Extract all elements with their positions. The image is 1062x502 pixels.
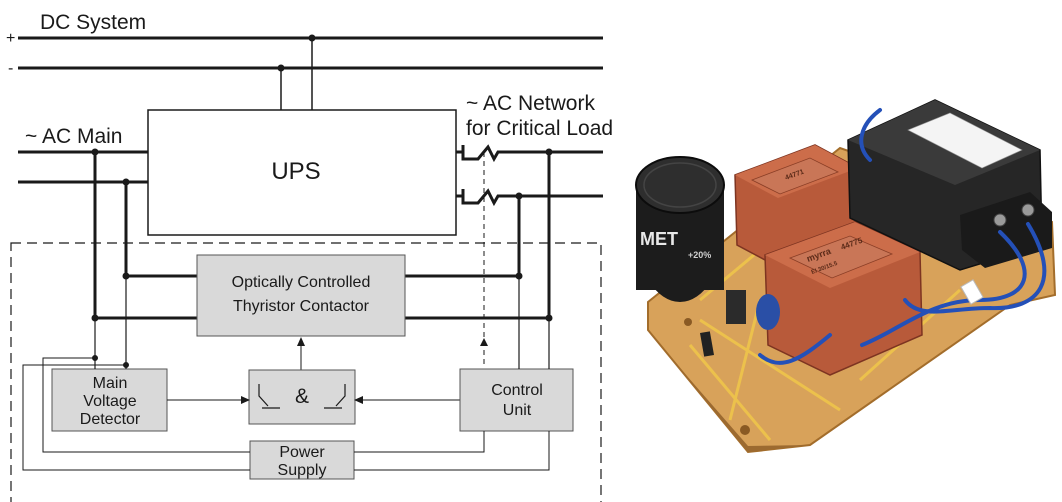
disc-capacitor <box>756 294 780 330</box>
mounting-hole <box>740 425 750 435</box>
contactor-label-2: Thyristor Contactor <box>233 298 370 315</box>
contactor-box <box>196 254 406 337</box>
dc-system-label: DC System <box>40 11 146 34</box>
schematic-labels: DC System + - ~ AC Main ~ AC Network for… <box>6 11 613 479</box>
arrow-head <box>297 337 305 346</box>
thyristor <box>726 290 746 324</box>
ac-network-label: ~ AC Network <box>466 92 595 115</box>
power-label-1: Power <box>279 444 325 461</box>
switch-symbol-right <box>335 384 346 407</box>
dc-minus-label: - <box>8 60 13 77</box>
schematic <box>10 34 603 502</box>
power-supply-box <box>249 440 355 480</box>
mounting-hole <box>684 318 692 326</box>
and-gate-label: & <box>295 385 309 408</box>
detector-label-2: Voltage <box>83 393 136 410</box>
psu-wire-detector-2 <box>22 364 250 471</box>
product-photo: 44771 myrra 44775 EI 30/15.5 MET +20% <box>635 99 1057 454</box>
dc-plus-label: + <box>6 30 15 47</box>
terminal-screw <box>1021 203 1035 217</box>
detector-label-3: Detector <box>80 411 141 428</box>
critical-load-label: for Critical Load <box>466 117 613 140</box>
terminal-screw <box>993 213 1007 227</box>
junction-dot <box>277 64 285 72</box>
cable-tie <box>960 279 984 305</box>
control-label-2: Unit <box>503 402 532 419</box>
detector-label-1: Main <box>93 375 128 392</box>
ups-label: UPS <box>271 158 320 185</box>
ups-box <box>147 109 457 236</box>
capacitor-rating: +20% <box>688 250 711 260</box>
breaker-symbol-2 <box>461 188 603 207</box>
pcb-board-edge <box>648 330 810 452</box>
arrow-head <box>354 396 363 404</box>
psu-wire-network <box>354 431 550 471</box>
switch-symbol-left <box>258 384 269 407</box>
capacitor-top-ring <box>643 162 717 208</box>
relay-label <box>907 112 1023 169</box>
psu-wire-detector <box>42 357 250 453</box>
transformer-large-label <box>788 235 894 279</box>
diode <box>699 331 715 357</box>
capacitor-brand: MET <box>640 229 678 249</box>
blue-wires <box>758 108 1047 365</box>
breaker-symbol-1 <box>461 144 603 163</box>
and-gate-box <box>248 369 356 425</box>
power-label-2: Supply <box>278 462 327 479</box>
arrow-head <box>480 338 488 346</box>
arrow-head <box>241 396 250 404</box>
contactor-label-1: Optically Controlled <box>232 274 371 291</box>
control-unit-box <box>459 368 574 432</box>
psu-wire-control <box>354 431 485 453</box>
transformer-small-label <box>751 157 839 195</box>
device-enclosure <box>10 242 602 502</box>
junction-dot <box>308 34 316 42</box>
capacitor-top <box>635 156 725 214</box>
control-label-1: Control <box>491 382 543 399</box>
ac-main-label: ~ AC Main <box>25 125 122 148</box>
